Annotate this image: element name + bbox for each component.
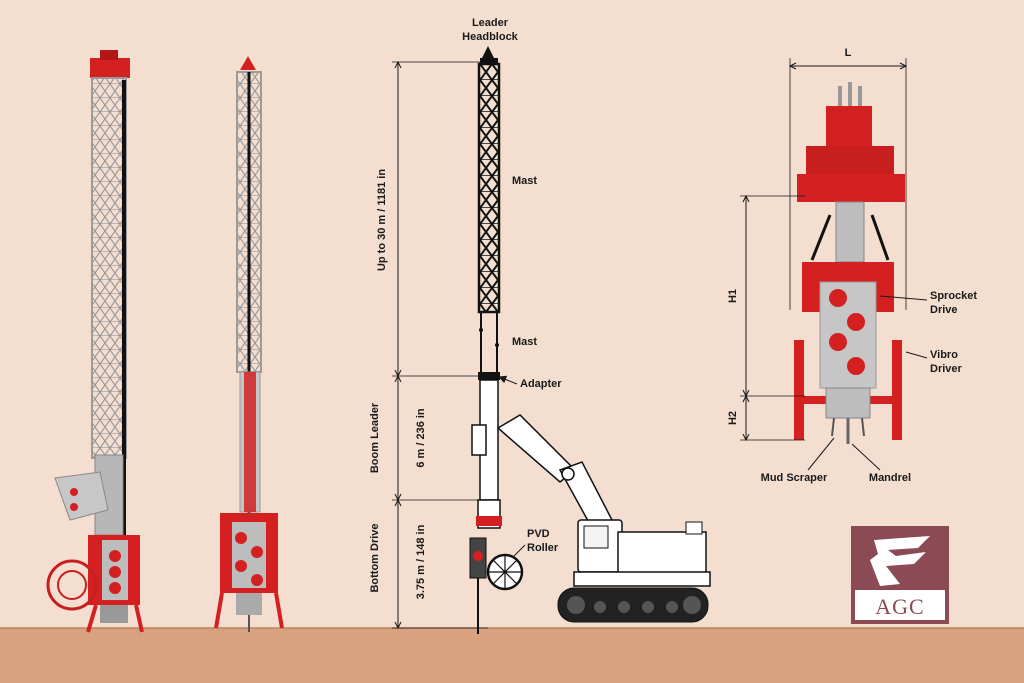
top-drive-frame <box>797 174 905 202</box>
rig1-mast <box>91 77 127 459</box>
excavator-body <box>617 531 707 577</box>
top-drive-head <box>826 106 872 146</box>
excavator-track <box>557 587 709 623</box>
adapter <box>478 372 500 380</box>
pvd-roller-pointer <box>511 544 526 559</box>
dimension-lines <box>392 60 488 630</box>
agc-logo-text: AGC <box>875 594 924 619</box>
ground <box>0 628 1024 683</box>
mandrel-pointer <box>851 443 881 471</box>
mandrel-label: Mandrel <box>869 472 911 484</box>
bottom-drive-length-label: 3.75 m / 148 in <box>415 524 427 599</box>
leader-headblock-label-line2: Headblock <box>462 31 519 43</box>
vibro-driver-label-line1: Vibro <box>930 349 958 361</box>
pvd-roller-label-line2: Roller <box>527 542 559 554</box>
rig1-top-drive <box>90 58 130 78</box>
excavator <box>496 414 711 623</box>
rig-front-view <box>214 56 284 632</box>
mast-upper <box>477 62 501 314</box>
height-H1-label: H1 <box>727 289 739 303</box>
agc-logo-mark-icon <box>870 536 930 586</box>
mast-lower-label: Mast <box>512 336 537 348</box>
agc-logo: AGC <box>851 526 949 624</box>
rig-side-view <box>469 46 524 634</box>
mast-length-label: Up to 30 m / 1181 in <box>376 169 388 271</box>
vibro-driver-pointer <box>905 351 928 359</box>
vibro-body <box>819 281 877 389</box>
vibro-driver-detail <box>788 58 908 444</box>
leader-headblock <box>482 46 494 58</box>
boom-leader-name-label: Boom Leader <box>369 402 381 473</box>
rig1-pvd-roller <box>46 559 98 611</box>
leader-headblock-label-line1: Leader <box>472 17 509 29</box>
bottom-drive-name-label: Bottom Drive <box>369 523 381 592</box>
sprocket-drive-pointer <box>879 295 928 301</box>
adapter-label: Adapter <box>520 378 562 390</box>
pvd-roller-label-line1: PVD <box>527 528 550 540</box>
mast-upper-label: Mast <box>512 175 537 187</box>
sprocket-drive-label-line1: Sprocket <box>930 290 977 302</box>
boom-leader-length-label: 6 m / 236 in <box>415 408 427 468</box>
mud-scraper-pointer <box>807 437 835 471</box>
vibro-driver-label-line2: Driver <box>930 363 963 375</box>
width-L-label: L <box>845 47 852 59</box>
rig-perspective-view <box>46 50 144 633</box>
sprocket-drive-label-line2: Drive <box>930 304 958 316</box>
height-dimensions <box>740 194 805 442</box>
mud-scraper-label: Mud Scraper <box>761 472 828 484</box>
adapter-pointer <box>498 375 518 385</box>
height-H2-label: H2 <box>727 411 739 425</box>
